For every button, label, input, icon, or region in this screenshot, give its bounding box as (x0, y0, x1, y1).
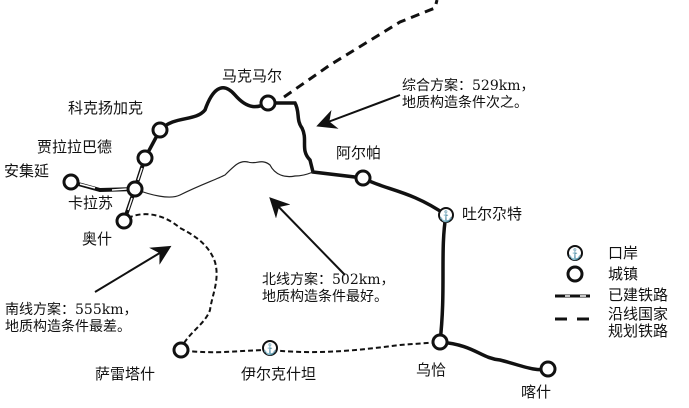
north-route (134, 160, 314, 198)
note-line: 北线方案：502km， (262, 272, 395, 288)
note-line: 地质构造条件最好。 (262, 289, 388, 305)
city-label: 萨雷塔什 (95, 365, 156, 383)
svg-text:⚓: ⚓ (439, 210, 453, 223)
combined-route (158, 86, 549, 372)
svg-text:⚓: ⚓ (568, 248, 582, 261)
arrow-south (94, 245, 172, 293)
note-combined: 综合方案：529km， 地质构造条件次之。 (402, 78, 534, 112)
town-markers (62, 94, 557, 378)
note-line: 南线方案：555km， (5, 302, 138, 318)
note-south: 南线方案：555km， 地质构造条件最差。 (5, 302, 137, 336)
svg-text:⚓: ⚓ (263, 343, 277, 356)
legend-built: 已建铁路 (608, 286, 669, 304)
city-label: 卡拉苏 (68, 194, 114, 212)
city-label: 安集延 (4, 162, 50, 180)
legend-town: 城镇 (608, 265, 639, 283)
legend-planned-line: 沿线国家 (608, 305, 669, 323)
legend-symbols: ⚓ (555, 245, 593, 321)
city-label: 马克马尔 (222, 67, 283, 85)
planned-railway-north (283, 0, 439, 99)
arrow-combined (316, 94, 401, 129)
south-route (127, 213, 441, 354)
note-north: 北线方案：502km， 地质构造条件最好。 (262, 272, 394, 306)
anchor-icon: ⚓ ⚓ (262, 207, 454, 356)
city-label: 乌恰 (416, 361, 447, 379)
port-label: 伊尔克什坦 (241, 365, 317, 383)
city-label: 喀什 (521, 383, 552, 401)
note-line: 地质构造条件最差。 (5, 319, 131, 335)
arrow-north (269, 197, 346, 276)
legend-planned-line: 规划铁路 (608, 322, 669, 340)
note-line: 综合方案：529km， (402, 78, 535, 94)
legend-planned: 沿线国家 规划铁路 (608, 306, 668, 340)
city-label: 贾拉拉巴德 (37, 138, 113, 156)
city-label: 奥什 (82, 230, 113, 248)
note-line: 地质构造条件次之。 (402, 95, 528, 111)
legend-port: 口岸 (608, 244, 639, 262)
port-label: 吐尔尕特 (462, 205, 523, 223)
city-label: 阿尔帕 (336, 144, 382, 162)
city-label: 科克扬加克 (68, 99, 144, 117)
